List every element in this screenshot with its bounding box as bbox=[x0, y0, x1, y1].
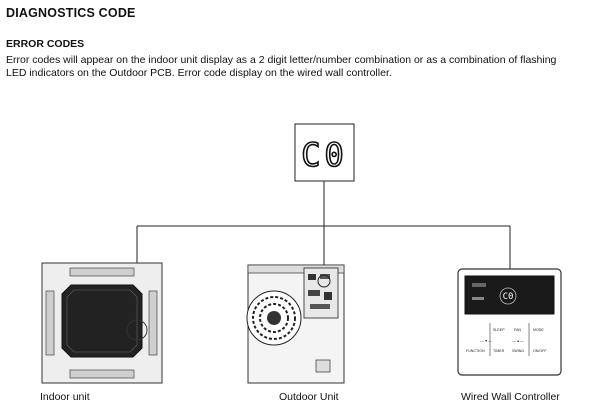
outdoor-unit-label: Outdoor Unit bbox=[279, 391, 339, 403]
controller-down-arrow: — ▾ — bbox=[480, 338, 492, 343]
controller-label-swing: SWING bbox=[512, 349, 524, 353]
code-display: C0 bbox=[294, 123, 355, 182]
controller-label-mode: MODE bbox=[533, 328, 544, 332]
indoor-unit-label: Indoor unit bbox=[40, 391, 90, 403]
page-title: DIAGNOSTICS CODE bbox=[6, 6, 136, 20]
section-heading: ERROR CODES bbox=[6, 38, 85, 50]
controller-label-timer: TIMER bbox=[493, 349, 505, 353]
wall-controller-label: Wired Wall Controller bbox=[461, 391, 560, 403]
controller-screen-code: C0 bbox=[503, 292, 514, 302]
indoor-unit-icon bbox=[41, 262, 163, 384]
controller-label-onoff: ON/OFF bbox=[533, 349, 547, 353]
controller-label-sleep: SLEEP bbox=[493, 328, 505, 332]
wall-controller-icon: C0 SLEEP FAN MODE — ▾ — — ▴ — FUNCTION T… bbox=[457, 268, 562, 376]
controller-up-arrow: — ▴ — bbox=[512, 338, 524, 343]
display-code: C0 bbox=[301, 136, 348, 174]
outdoor-unit-icon bbox=[246, 264, 345, 384]
controller-label-fan: FAN bbox=[514, 328, 521, 332]
controller-label-function: FUNCTION bbox=[466, 349, 485, 353]
description-text: Error codes will appear on the indoor un… bbox=[6, 54, 557, 79]
